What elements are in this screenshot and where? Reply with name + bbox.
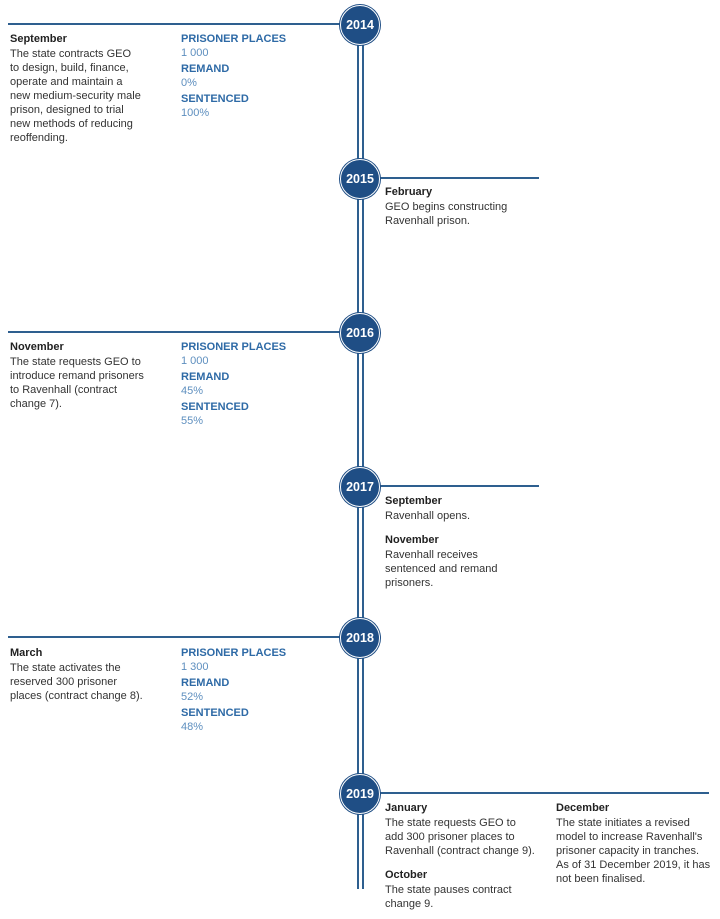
event-text: The state pauses contract change 9.	[385, 884, 512, 910]
prisoner-places-label: PRISONER PLACES	[181, 33, 287, 45]
event-month: September	[385, 495, 442, 507]
event-2017: September Ravenhall opens. November Rave…	[385, 494, 555, 590]
year-marker-2014: 2014	[340, 5, 380, 45]
remand-label: REMAND	[181, 677, 230, 689]
event-2018-march: March The state activates the reserved 3…	[10, 646, 175, 703]
event-month: November	[385, 534, 439, 546]
stats-2016: PRISONER PLACES 1 000 REMAND 45% SENTENC…	[181, 340, 286, 430]
event-month: October	[385, 869, 428, 881]
event-text: The state requests GEO to add 300 prison…	[385, 817, 535, 857]
prisoner-places-value: 1 300	[181, 661, 209, 673]
connector-2014	[8, 23, 358, 25]
event-month: September	[10, 33, 67, 45]
sentenced-value: 48%	[181, 721, 204, 733]
remand-value: 0%	[181, 77, 197, 89]
event-month: February	[385, 186, 433, 198]
stats-2018: PRISONER PLACES 1 300 REMAND 52% SENTENC…	[181, 646, 286, 736]
prisoner-places-value: 1 000	[181, 47, 209, 59]
event-text: The state contracts GEO to design, build…	[10, 48, 141, 144]
event-2015-february: February GEO begins constructing Ravenha…	[385, 185, 555, 228]
year-marker-2016: 2016	[340, 313, 380, 353]
sentenced-value: 55%	[181, 415, 204, 427]
event-2017-september: September Ravenhall opens.	[385, 494, 555, 523]
event-2014-september: September The state contracts GEO to des…	[10, 32, 175, 145]
event-month: November	[10, 341, 64, 353]
event-month: December	[556, 802, 610, 814]
remand-label: REMAND	[181, 371, 230, 383]
timeline-spine-left	[357, 24, 359, 889]
year-marker-2019: 2019	[340, 774, 380, 814]
event-2017-november: November Ravenhall receives sentenced an…	[385, 533, 555, 590]
year-marker-2017: 2017	[340, 467, 380, 507]
event-month: March	[10, 647, 43, 659]
event-2016-november: November The state requests GEO to intro…	[10, 340, 175, 411]
connector-2015	[361, 177, 539, 179]
year-marker-2018: 2018	[340, 618, 380, 658]
event-text: The state requests GEO to introduce rema…	[10, 356, 144, 410]
prisoner-places-label: PRISONER PLACES	[181, 647, 287, 659]
event-text: The state activates the reserved 300 pri…	[10, 662, 143, 702]
remand-label: REMAND	[181, 63, 230, 75]
event-2019-left: January The state requests GEO to add 30…	[385, 801, 550, 911]
prisoner-places-value: 1 000	[181, 355, 209, 367]
stats-2014: PRISONER PLACES 1 000 REMAND 0% SENTENCE…	[181, 32, 286, 122]
event-text: GEO begins constructing Ravenhall prison…	[385, 201, 508, 227]
sentenced-label: SENTENCED	[181, 401, 249, 413]
connector-2016	[8, 331, 358, 333]
sentenced-label: SENTENCED	[181, 707, 249, 719]
connector-2017	[361, 485, 539, 487]
event-text: Ravenhall receives sentenced and remand …	[385, 549, 498, 589]
event-text: The state initiates a revised model to i…	[556, 817, 711, 885]
event-2019-january: January The state requests GEO to add 30…	[385, 801, 550, 858]
connector-2019	[361, 792, 709, 794]
remand-value: 45%	[181, 385, 204, 397]
sentenced-label: SENTENCED	[181, 93, 249, 105]
sentenced-value: 100%	[181, 107, 210, 119]
connector-2018	[8, 636, 358, 638]
event-text: Ravenhall opens.	[385, 510, 471, 522]
year-marker-2015: 2015	[340, 159, 380, 199]
remand-value: 52%	[181, 691, 204, 703]
prisoner-places-label: PRISONER PLACES	[181, 341, 287, 353]
event-2019-december: December The state initiates a revised m…	[556, 801, 718, 886]
event-2019-october: October The state pauses contract change…	[385, 868, 550, 911]
timeline-spine-right	[362, 24, 364, 889]
event-month: January	[385, 802, 428, 814]
